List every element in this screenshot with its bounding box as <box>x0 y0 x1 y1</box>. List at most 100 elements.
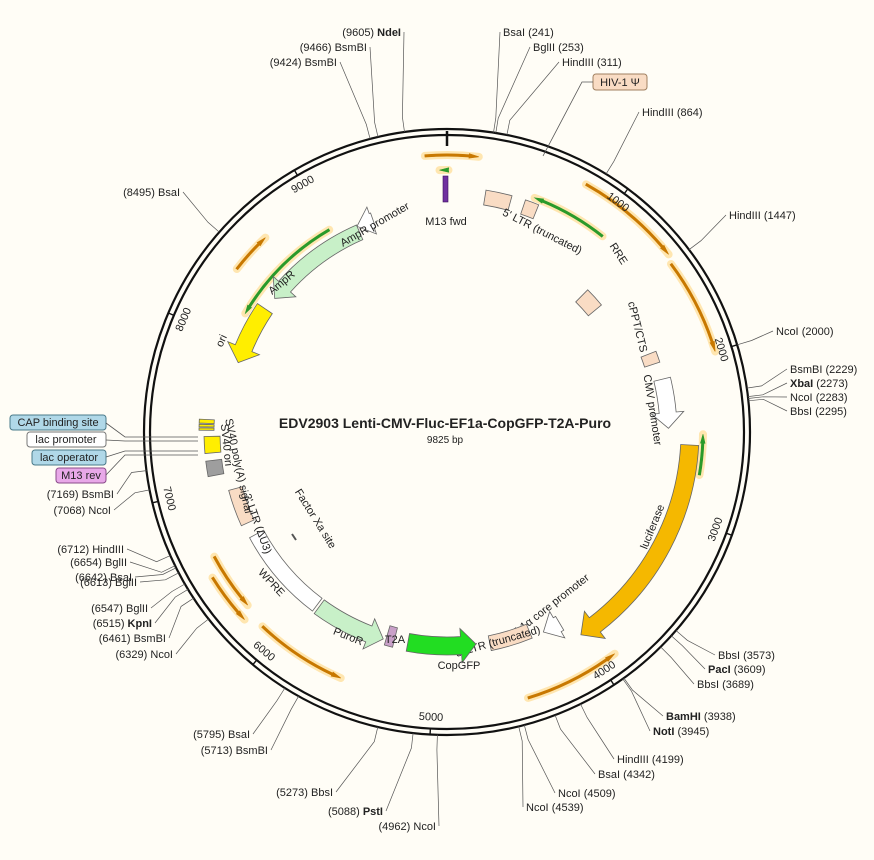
orf-arrow <box>212 555 249 606</box>
site-leader <box>150 583 186 609</box>
cap-binding-site-label: CAP binding site <box>9 414 107 431</box>
site-name: BglII <box>115 577 137 589</box>
site-position: (6654) <box>70 557 102 569</box>
tick-mark <box>168 312 175 316</box>
site-label: (5273) BbsI <box>276 787 333 799</box>
site-name: PacI <box>708 664 731 676</box>
site-name: HindIII <box>92 544 124 556</box>
site-name: BsaI <box>110 572 132 584</box>
site-leader <box>113 489 150 511</box>
plasmid-size: 9825 bp <box>427 435 464 446</box>
site-label: BsaI (4342) <box>598 769 655 781</box>
site-position: (8495) <box>123 187 155 199</box>
tick-mark <box>293 169 299 176</box>
backbone-ring <box>142 127 752 737</box>
site-leader <box>339 61 371 139</box>
site-name: BamHI <box>666 711 701 723</box>
site-name: NcoI <box>413 821 436 833</box>
site-label: (6515) KpnI <box>93 618 152 630</box>
site-leader <box>369 46 379 138</box>
site-name: BsaI <box>228 729 250 741</box>
site-label: PacI (3609) <box>708 664 766 676</box>
site-position: (2000) <box>802 326 834 338</box>
site-name: NcoI <box>150 649 173 661</box>
site-label: (6654) BglII <box>70 557 127 569</box>
site-leader <box>580 703 615 760</box>
t2a-box <box>383 625 398 648</box>
site-leader <box>436 734 440 827</box>
site-position: (9605) <box>342 27 374 39</box>
ltr5-top-box-1 <box>483 189 513 211</box>
site-label: (6613) BglII <box>80 577 137 589</box>
site-position: (6515) <box>93 618 125 630</box>
site-label: (5795) BsaI <box>193 729 250 741</box>
site-position: (6329) <box>116 649 148 661</box>
site-name: BbsI <box>790 406 812 418</box>
site-position: (6642) <box>75 572 107 584</box>
copgfp-label: CopGFP <box>438 660 481 672</box>
site-label: (9424) BsmBI <box>270 57 337 69</box>
orf-arrow <box>261 625 341 679</box>
site-position: (2283) <box>816 392 848 404</box>
site-position: (5088) <box>328 806 360 818</box>
site-position: (3609) <box>734 664 766 676</box>
sv40-polya-box <box>205 458 225 478</box>
site-position: (2229) <box>825 364 857 376</box>
orf-arrow <box>439 167 449 173</box>
ampr-promoter-label: AmpR promoter <box>338 200 412 249</box>
orf-arrows <box>208 151 720 702</box>
site-label: HindIII (4199) <box>617 754 684 766</box>
orf-arrow <box>669 262 716 352</box>
sv40-ori-label: SV40 ori <box>218 423 234 466</box>
orf-arrow <box>244 228 331 315</box>
site-position: (6461) <box>99 633 131 645</box>
ampr-arrow <box>272 224 364 299</box>
site-label: NotI (3945) <box>653 726 709 738</box>
svg-text:HIV-1 Ψ: HIV-1 Ψ <box>600 77 640 89</box>
site-leader <box>605 111 640 175</box>
backbone-outer <box>142 127 752 737</box>
wpre-box <box>248 529 323 612</box>
site-label: HindIII (1447) <box>729 210 796 222</box>
copgfp-arrow <box>405 627 477 664</box>
lac-operator-marker <box>198 423 215 428</box>
orf-arrow <box>585 182 669 255</box>
site-leader <box>252 687 286 735</box>
site-leader <box>493 31 501 133</box>
site-position: (7169) <box>47 489 79 501</box>
tick-mark <box>252 659 258 666</box>
site-name: BsmBI <box>236 745 268 757</box>
site-position: (4199) <box>652 754 684 766</box>
site-label: BbsI (3573) <box>718 650 775 662</box>
site-label: HindIII (311) <box>562 57 622 69</box>
site-leader <box>660 646 695 685</box>
m13-fwd-label: M13 fwd <box>425 216 467 228</box>
m13-fwd-marker <box>442 175 449 203</box>
site-leader <box>688 214 727 250</box>
site-position: (6613) <box>80 577 112 589</box>
site-name: HindIII <box>729 210 761 222</box>
site-position: (2295) <box>815 406 847 418</box>
site-name: NcoI <box>526 802 549 814</box>
ori-label: ori <box>214 333 230 349</box>
site-name: HindIII <box>562 57 594 69</box>
ori-arrow <box>226 302 273 364</box>
plasmid-title: EDV2903 Lenti-CMV-Fluc-EF1a-CopGFP-T2A-P… <box>279 415 611 431</box>
site-leader <box>402 31 405 133</box>
site-name: BsmBI <box>134 633 166 645</box>
site-label: NcoI (4539) <box>526 802 583 814</box>
site-label: (5088) PstI <box>328 806 383 818</box>
site-name: PstI <box>363 806 383 818</box>
site-leader <box>175 618 209 655</box>
svg-text:lac operator: lac operator <box>40 452 98 464</box>
site-name: NcoI <box>790 392 813 404</box>
site-position: (2273) <box>816 378 848 390</box>
t2a-label: T2A <box>385 634 406 646</box>
site-name: BsaI <box>598 769 620 781</box>
orf-arrow <box>235 237 266 271</box>
site-name: BbsI <box>697 679 719 691</box>
site-leader <box>182 191 220 233</box>
site-position: (4509) <box>584 788 616 800</box>
site-label: BbsI (2295) <box>790 406 847 418</box>
cap-site-marker <box>198 418 215 425</box>
